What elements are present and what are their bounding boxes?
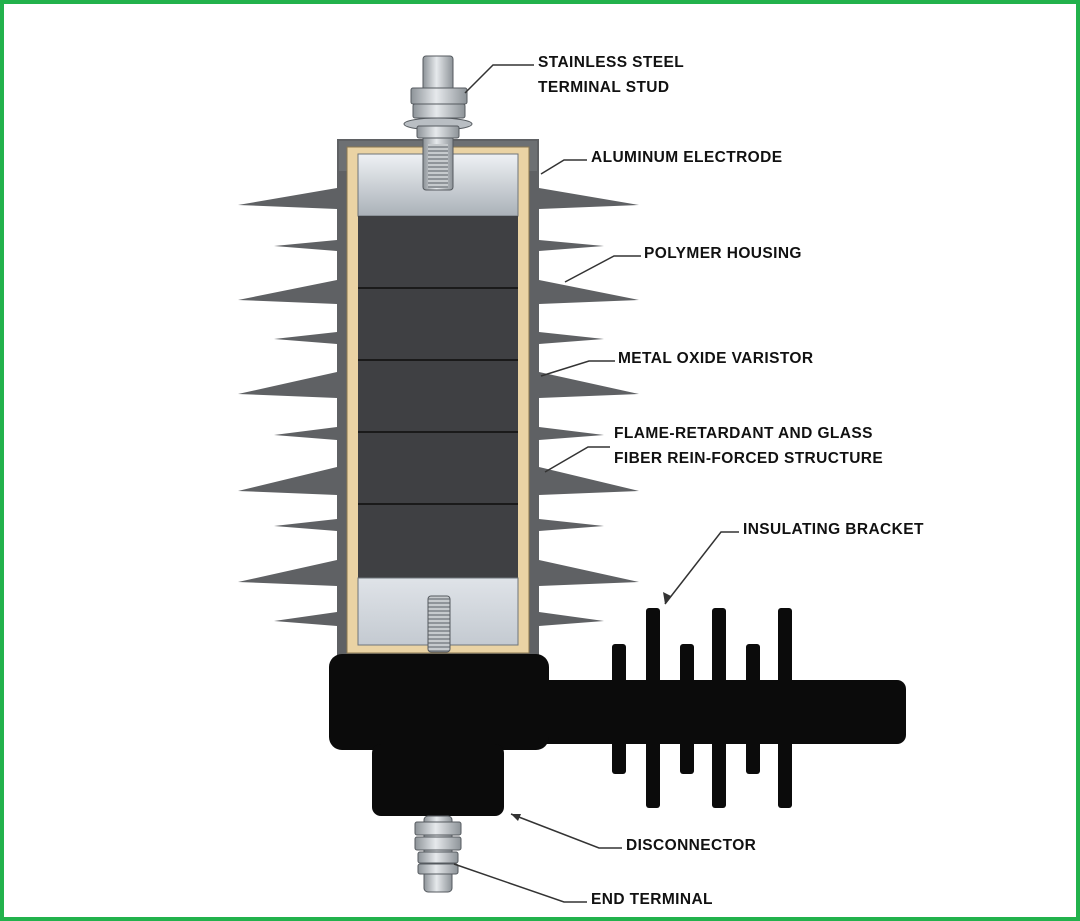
disconnector (372, 744, 504, 816)
label-stud-line2: TERMINAL STUD (538, 79, 670, 96)
label-stud-line1: STAINLESS STEEL (538, 54, 685, 71)
leader-arrowheads (511, 592, 671, 821)
polymer-housing-sheds-left (238, 188, 337, 626)
insulating-bracket (524, 608, 906, 808)
leader-electrode (540, 159, 587, 175)
label-electrode: ALUMINUM ELECTRODE (591, 149, 783, 166)
threaded-stud-bottom (427, 595, 451, 653)
base-block (329, 654, 549, 750)
leader-structure (544, 446, 610, 473)
label-bracket: INSULATING BRACKET (743, 521, 924, 538)
label-end-terminal: END TERMINAL (591, 891, 713, 908)
end-terminal (414, 815, 462, 893)
leader-end-terminal (453, 863, 587, 903)
label-varistor: METAL OXIDE VARISTOR (618, 350, 814, 367)
leader-lines (453, 64, 739, 903)
polymer-housing-sheds-right (539, 188, 639, 626)
label-structure-line2: FIBER REIN-FORCED STRUCTURE (614, 450, 884, 467)
label-structure-line1: FLAME-RETARDANT AND GLASS (614, 425, 873, 442)
leader-disconnector (510, 813, 622, 849)
surge-arrester-diagram (238, 55, 906, 903)
metal-oxide-varistor-stack (358, 216, 518, 578)
leader-stud (464, 64, 534, 94)
leader-housing (564, 255, 641, 283)
label-housing: POLYMER HOUSING (644, 245, 802, 262)
leader-varistor (540, 360, 615, 377)
label-disconnector: DISCONNECTOR (626, 837, 757, 854)
terminal-stud-top (403, 55, 473, 191)
leader-bracket (664, 531, 739, 605)
